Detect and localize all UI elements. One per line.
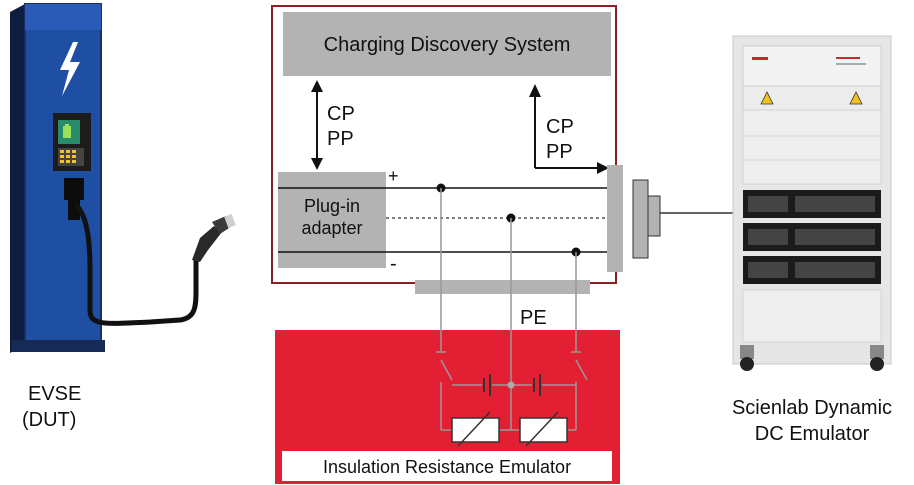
evse-dut-label: (DUT) (22, 409, 76, 431)
cp-label-right: CP (546, 116, 574, 138)
voltage-source-right-icon (533, 374, 541, 396)
ire-circuit (436, 330, 588, 431)
cp-label-left: CP (327, 103, 355, 125)
warning-triangle-icon (760, 91, 863, 105)
plus-sign: + (388, 166, 399, 186)
evse-label: EVSE (28, 383, 81, 405)
plug-in-adapter-label-line2: adapter (301, 218, 362, 238)
ire-center-node (507, 381, 515, 389)
inlet-plug (647, 195, 661, 237)
variable-resistor-right-icon (519, 411, 568, 447)
charging-discovery-system-label: Charging Discovery System (324, 34, 571, 56)
dc-emulator-rack-illustration (732, 35, 892, 371)
battery-icon (63, 126, 71, 138)
pp-label-right: PP (546, 141, 573, 163)
pe-busbar (415, 280, 590, 294)
lightning-bolt-icon (60, 42, 80, 96)
plug-in-adapter-label-line1: Plug-in (304, 196, 360, 216)
emulator-label-line2: DC Emulator (755, 423, 870, 445)
minus-sign: - (390, 253, 397, 275)
charging-discovery-system-box (283, 12, 611, 76)
charging-plug-icon (192, 213, 236, 262)
cp-pp-elbow-arrow-right (529, 84, 609, 174)
ire-label-box (282, 451, 612, 481)
emulator-label-line1: Scienlab Dynamic (732, 397, 892, 419)
connector-bar (607, 165, 623, 272)
evse-charger-illustration (10, 3, 236, 353)
cp-pp-double-arrow-left (311, 80, 323, 170)
pp-label-left: PP (327, 128, 354, 150)
variable-resistor-left-icon (451, 411, 500, 447)
ire-label: Insulation Resistance Emulator (323, 457, 571, 477)
vehicle-inlet (632, 179, 649, 259)
pe-label: PE (520, 307, 547, 329)
voltage-source-left-icon (483, 374, 491, 396)
